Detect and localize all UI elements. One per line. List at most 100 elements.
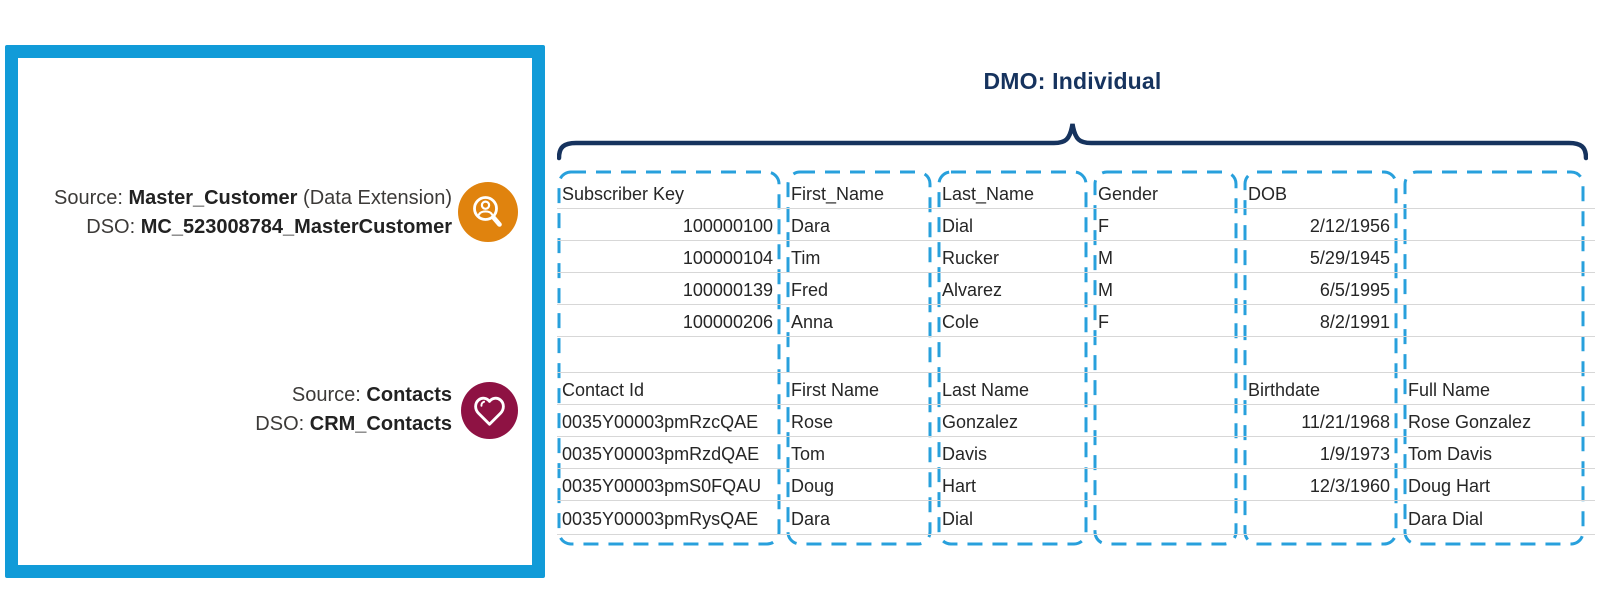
table-cell: Rose bbox=[791, 412, 834, 432]
table-cell bbox=[1093, 438, 1238, 470]
column-header: Last_Name bbox=[942, 184, 1035, 204]
column-header: Gender bbox=[1098, 184, 1159, 204]
gridline bbox=[557, 304, 1595, 305]
table-cell bbox=[1093, 502, 1238, 536]
table-cell: Alvarez bbox=[942, 280, 1003, 300]
table-cell: Doug Hart bbox=[1408, 476, 1491, 496]
gridline bbox=[557, 336, 1595, 337]
table-cell bbox=[1403, 306, 1585, 338]
column-outline-first-name bbox=[786, 170, 932, 546]
column-dashed-outlines bbox=[557, 170, 1585, 546]
table-cell: 12/3/1960 bbox=[1309, 476, 1390, 496]
table-cell: 100000139 bbox=[682, 280, 773, 300]
gap-cell bbox=[1243, 338, 1398, 374]
gap-cell bbox=[786, 338, 932, 374]
table-cell: 0035Y00003pmS0FQAU bbox=[562, 476, 762, 496]
table-cell: Dara Dial bbox=[1408, 509, 1484, 529]
gridline bbox=[557, 404, 1595, 405]
table-cell: Dial bbox=[942, 216, 974, 236]
gridline bbox=[557, 500, 1595, 501]
gridline bbox=[557, 534, 1595, 535]
table-cell: Doug bbox=[791, 476, 835, 496]
table-cell: 6/5/1995 bbox=[1319, 280, 1390, 300]
table-cell: Rucker bbox=[942, 248, 1000, 268]
table-cell: Anna bbox=[791, 312, 834, 332]
table-cell: 100000104 bbox=[682, 248, 773, 268]
table-cell: Dara bbox=[791, 216, 831, 236]
column-outline-gender bbox=[1093, 170, 1238, 546]
column-header: First_Name bbox=[791, 184, 885, 204]
table-cell: 0035Y00003pmRzcQAE bbox=[562, 412, 759, 432]
table-cell bbox=[1403, 242, 1585, 274]
table-cell: M bbox=[1098, 280, 1113, 300]
gridline bbox=[557, 468, 1595, 469]
table-cell: 0035Y00003pmRysQAE bbox=[562, 509, 759, 529]
table-cell: Dara bbox=[791, 509, 831, 529]
table-cell: M bbox=[1098, 248, 1113, 268]
column-header: Full Name bbox=[1408, 380, 1491, 400]
dso-line: DSO: MC_523008784_MasterCustomer bbox=[86, 216, 452, 238]
gridline bbox=[557, 208, 1595, 209]
gridline bbox=[557, 272, 1595, 273]
gap-cell bbox=[557, 338, 781, 374]
column-header: First Name bbox=[791, 380, 880, 400]
table-cell: Davis bbox=[942, 444, 988, 464]
table-cell: 2/12/1956 bbox=[1309, 216, 1390, 236]
table-cell: Tom bbox=[791, 444, 826, 464]
source-master-customer: Source: Master_Customer (Data Extension)… bbox=[10, 184, 452, 242]
dmo-individual-table: Subscriber Key 100000100 100000104 10000013… bbox=[557, 170, 1599, 548]
table-cell: Tom Davis bbox=[1408, 444, 1493, 464]
table-cell: Gonzalez bbox=[942, 412, 1019, 432]
source-line: Source: Contacts bbox=[291, 384, 452, 406]
table-cell: 100000206 bbox=[682, 312, 773, 332]
gap-cell bbox=[1403, 338, 1585, 374]
table-column-subscriber-key: Subscriber Key 100000100 100000104 10000013… bbox=[557, 172, 781, 544]
table-cell: 11/21/1968 bbox=[1301, 412, 1390, 432]
gap-cell bbox=[937, 338, 1088, 374]
dso-line: DSO: CRM_Contacts bbox=[255, 413, 452, 435]
gridline bbox=[557, 372, 1595, 373]
column-header: Birthdate bbox=[1248, 380, 1321, 400]
table-cell: 0035Y00003pmRzdQAE bbox=[562, 444, 760, 464]
column-header: DOB bbox=[1248, 184, 1288, 204]
column-outline-full-name bbox=[1403, 170, 1585, 546]
table-cell: Rose Gonzalez bbox=[1408, 412, 1532, 432]
column-outline-subscriber-key bbox=[557, 170, 781, 546]
table-cell: Cole bbox=[942, 312, 980, 332]
table-cell: Tim bbox=[791, 248, 821, 268]
table-cell bbox=[1243, 502, 1398, 536]
column-header: Last Name bbox=[942, 380, 1030, 400]
table-cell bbox=[1093, 470, 1238, 502]
table-cell: F bbox=[1098, 216, 1109, 236]
column-outline-last-name bbox=[937, 170, 1088, 546]
table-cell: Hart bbox=[942, 476, 977, 496]
table-cell bbox=[1403, 210, 1585, 242]
source-line: Source: Master_Customer (Data Extension) bbox=[54, 187, 452, 209]
gridline bbox=[557, 436, 1595, 437]
table-cell: 8/2/1991 bbox=[1319, 312, 1390, 332]
column-header: Subscriber Key bbox=[562, 184, 685, 204]
table-cell bbox=[1093, 406, 1238, 438]
column-header: Contact Id bbox=[562, 380, 645, 400]
table-cell: 100000100 bbox=[682, 216, 773, 236]
table-cell: 5/29/1945 bbox=[1309, 248, 1390, 268]
gridline bbox=[557, 240, 1595, 241]
column-header bbox=[1403, 172, 1585, 210]
curly-brace bbox=[557, 123, 1588, 161]
dmo-title: DMO: Individual bbox=[983, 68, 1162, 94]
table-cell: Fred bbox=[791, 280, 829, 300]
table-cell bbox=[1403, 274, 1585, 306]
sources-panel bbox=[5, 45, 545, 578]
gap-cell bbox=[1093, 338, 1238, 374]
table-cell: F bbox=[1098, 312, 1109, 332]
heart-icon bbox=[461, 382, 518, 444]
column-header bbox=[1093, 374, 1238, 406]
table-cell: Dial bbox=[942, 509, 974, 529]
source-contacts: Source: Contacts DSO: CRM_Contacts bbox=[10, 381, 452, 439]
